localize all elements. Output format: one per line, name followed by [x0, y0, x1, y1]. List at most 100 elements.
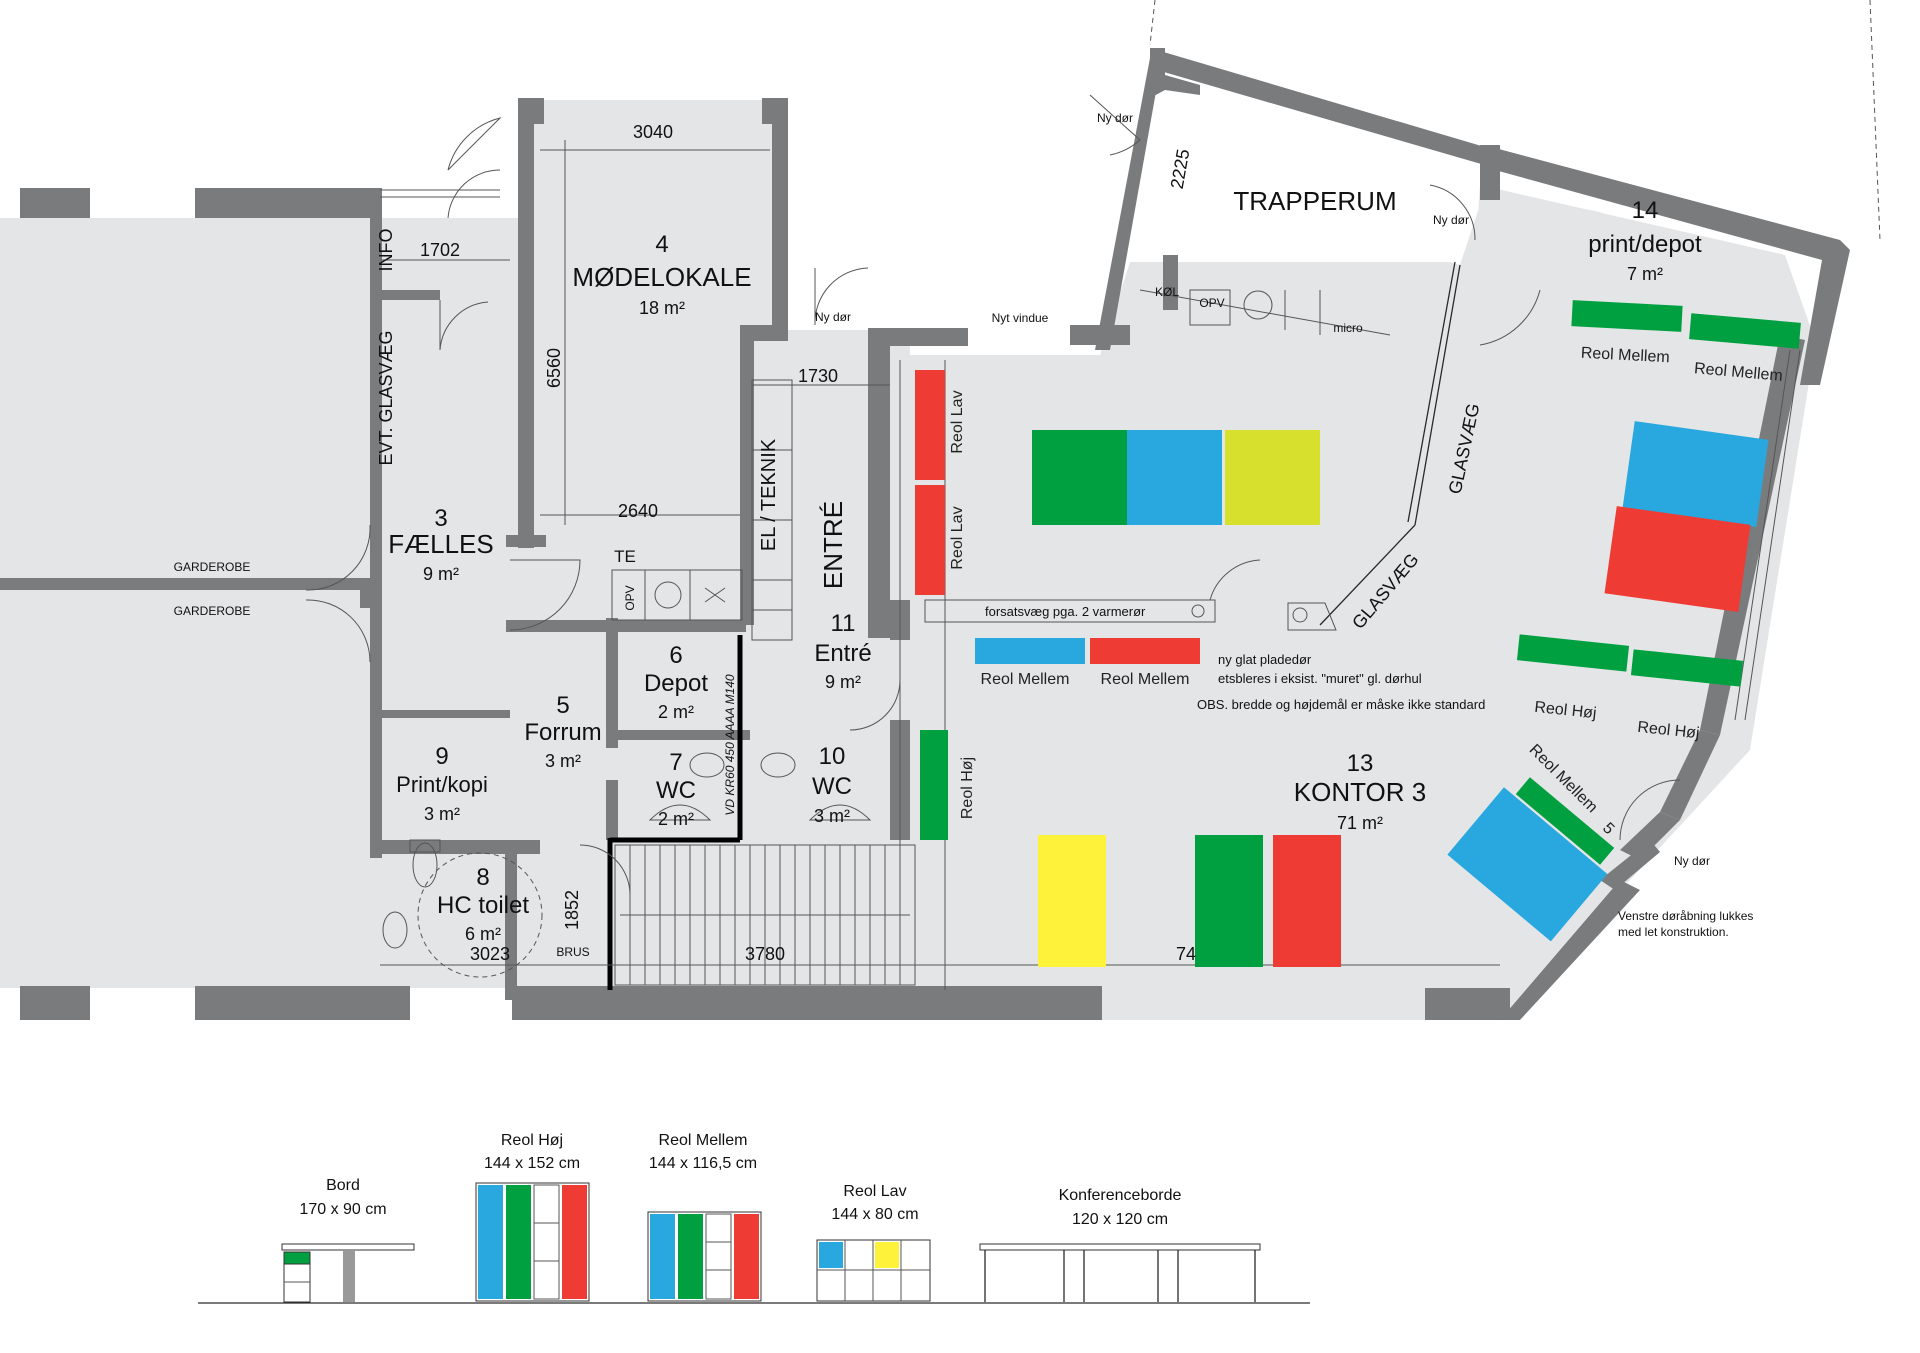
room-13-area: 71 m²	[1337, 813, 1383, 833]
note-obs: OBS. bredde og højdemål er måske ikke st…	[1197, 697, 1485, 712]
room-13-name: KONTOR 3	[1294, 777, 1426, 807]
opv-label-1: OPV	[623, 585, 637, 610]
table-green-2	[1195, 835, 1263, 967]
opv-label-2: OPV	[1199, 296, 1224, 310]
reol-mellem-green-2	[1689, 313, 1801, 349]
legend-bord-name: Bord	[326, 1177, 360, 1194]
table-lime	[1225, 430, 1320, 525]
note-forsatsvaeg: forsatsvæg pga. 2 varmerør	[985, 604, 1146, 619]
room-11-area: 9 m²	[825, 672, 861, 692]
room-5-number: 5	[556, 692, 569, 719]
micro-label: micro	[1333, 321, 1363, 335]
room-5-name: Forrum	[524, 719, 601, 746]
entre-vertical-label: ENTRÉ	[818, 501, 848, 589]
room-8-name: HC toilet	[437, 892, 529, 919]
evt-glasvaeg-label: EVT. GLASVÆG	[376, 330, 396, 465]
label-reol-hoj-2: Reol Høj	[1534, 699, 1598, 722]
dimension-labels: 3040 1702 6560 2640 1730 2225 1852 3023 …	[420, 122, 1196, 964]
legend-reol-lav: Reol Lav 144 x 80 cm	[816, 1183, 931, 1302]
walls	[0, 48, 1850, 1020]
info-label: INFO	[376, 229, 396, 272]
room-labels: 3 FÆLLES 9 m² 4 MØDELOKALE 18 m² 5 Forru…	[388, 186, 1702, 944]
reol-lav-1	[915, 370, 945, 480]
dim-1730: 1730	[798, 366, 838, 386]
room-7-name: WC	[656, 777, 696, 804]
reol-mellem-blue-1	[975, 638, 1085, 664]
note-venstre-2: med let konstruktion.	[1618, 925, 1729, 939]
vd-label: VD KR60 450 AAAA M140	[723, 674, 737, 816]
note-pladedor-1: ny glat pladedør	[1218, 652, 1312, 667]
furniture	[915, 300, 1801, 967]
brus-label: BRUS	[556, 945, 589, 959]
el-teknik-label: EL / TEKNIK	[758, 438, 780, 551]
label-reol-lav-2: Reol Lav	[949, 506, 966, 569]
room-3-area: 9 m²	[423, 564, 459, 584]
dim-3023: 3023	[470, 944, 510, 964]
dim-6560: 6560	[544, 348, 564, 388]
dim-74: 74	[1176, 944, 1196, 964]
room-11-name: Entré	[814, 640, 871, 667]
room-14-number: 14	[1632, 197, 1659, 224]
room-8-area: 6 m²	[465, 924, 501, 944]
room-10-area: 3 m²	[814, 806, 850, 826]
room-3-name: FÆLLES	[388, 529, 494, 559]
reol-mellem-green-diag	[1515, 777, 1615, 865]
room-7-number: 7	[669, 749, 682, 776]
room-5-area: 3 m²	[545, 751, 581, 771]
room-6-area: 2 m²	[658, 702, 694, 722]
trapperum-label: TRAPPERUM	[1233, 186, 1396, 216]
room-11-number: 11	[831, 610, 856, 637]
room-10-name: WC	[812, 773, 852, 800]
note-venstre-1: Venstre døråbning lukkes	[1618, 909, 1753, 923]
room-10-number: 10	[819, 743, 846, 770]
reol-lav-2	[915, 485, 945, 595]
ny-dor-label-1: Ny dør	[1097, 111, 1133, 125]
dim-2640: 2640	[618, 501, 658, 521]
room-6-name: Depot	[644, 670, 708, 697]
legend-reol-mellem-name: Reol Mellem	[659, 1132, 748, 1149]
reol-mellem-green-1	[1571, 300, 1683, 332]
legend-reol-hoj: Reol Høj 144 x 152 cm	[475, 1132, 590, 1302]
legend-reol-hoj-name: Reol Høj	[501, 1132, 563, 1149]
notes: forsatsvæg pga. 2 varmerør ny glat plade…	[985, 604, 1753, 939]
room-4-area: 18 m²	[639, 298, 685, 318]
label-reol-mellem-3: Reol Mellem	[1580, 345, 1670, 367]
legend-reol-lav-size: 144 x 80 cm	[831, 1206, 918, 1223]
dim-3780: 3780	[745, 944, 785, 964]
label-reol-hoj-1: Reol Høj	[959, 757, 976, 819]
label-reol-lav-1: Reol Lav	[949, 390, 966, 453]
dim-2225: 2225	[1167, 148, 1194, 191]
table-red-right	[1604, 506, 1751, 613]
legend-bord: Bord 170 x 90 cm	[281, 1177, 415, 1303]
reol-hoj-green-2	[1516, 634, 1630, 672]
room-4-number: 4	[655, 231, 668, 258]
table-green	[1032, 430, 1127, 525]
label-reol-mellem-2: Reol Mellem	[1101, 671, 1190, 688]
ny-dor-label-3: Ny dør	[815, 310, 851, 324]
room-9-area: 3 m²	[424, 804, 460, 824]
legend-konference-name: Konferenceborde	[1059, 1187, 1182, 1204]
legend: Bord 170 x 90 cm Reol Høj 144 x 152 cm R…	[198, 1132, 1310, 1304]
table-blue	[1127, 430, 1222, 525]
te-label: TE	[614, 547, 636, 566]
nyt-vindue-label: Nyt vindue	[992, 311, 1049, 325]
reol-mellem-red-1	[1090, 638, 1200, 664]
room-6-number: 6	[669, 642, 682, 669]
label-reol-hoj-3: Reol Høj	[1637, 719, 1701, 742]
legend-reol-hoj-size: 144 x 152 cm	[484, 1155, 580, 1172]
room-3-number: 3	[434, 505, 447, 532]
legend-reol-lav-name: Reol Lav	[843, 1183, 906, 1200]
reol-hoj-green-3	[1630, 649, 1744, 687]
note-pladedor-2: etsbleres i eksist. "muret" gl. dørhul	[1218, 671, 1422, 686]
room-13-number: 13	[1347, 750, 1374, 777]
ny-dor-label-4: Ny dør	[1674, 854, 1710, 868]
legend-konference-size: 120 x 120 cm	[1072, 1211, 1168, 1228]
room-4-name: MØDELOKALE	[572, 262, 751, 292]
table-yellow	[1038, 835, 1106, 967]
legend-bord-size: 170 x 90 cm	[299, 1201, 386, 1218]
ny-dor-label-2: Ny dør	[1433, 213, 1469, 227]
kol-label: KØL	[1155, 285, 1179, 299]
dim-3040: 3040	[633, 122, 673, 142]
garderobe-label-2: GARDEROBE	[174, 604, 251, 618]
